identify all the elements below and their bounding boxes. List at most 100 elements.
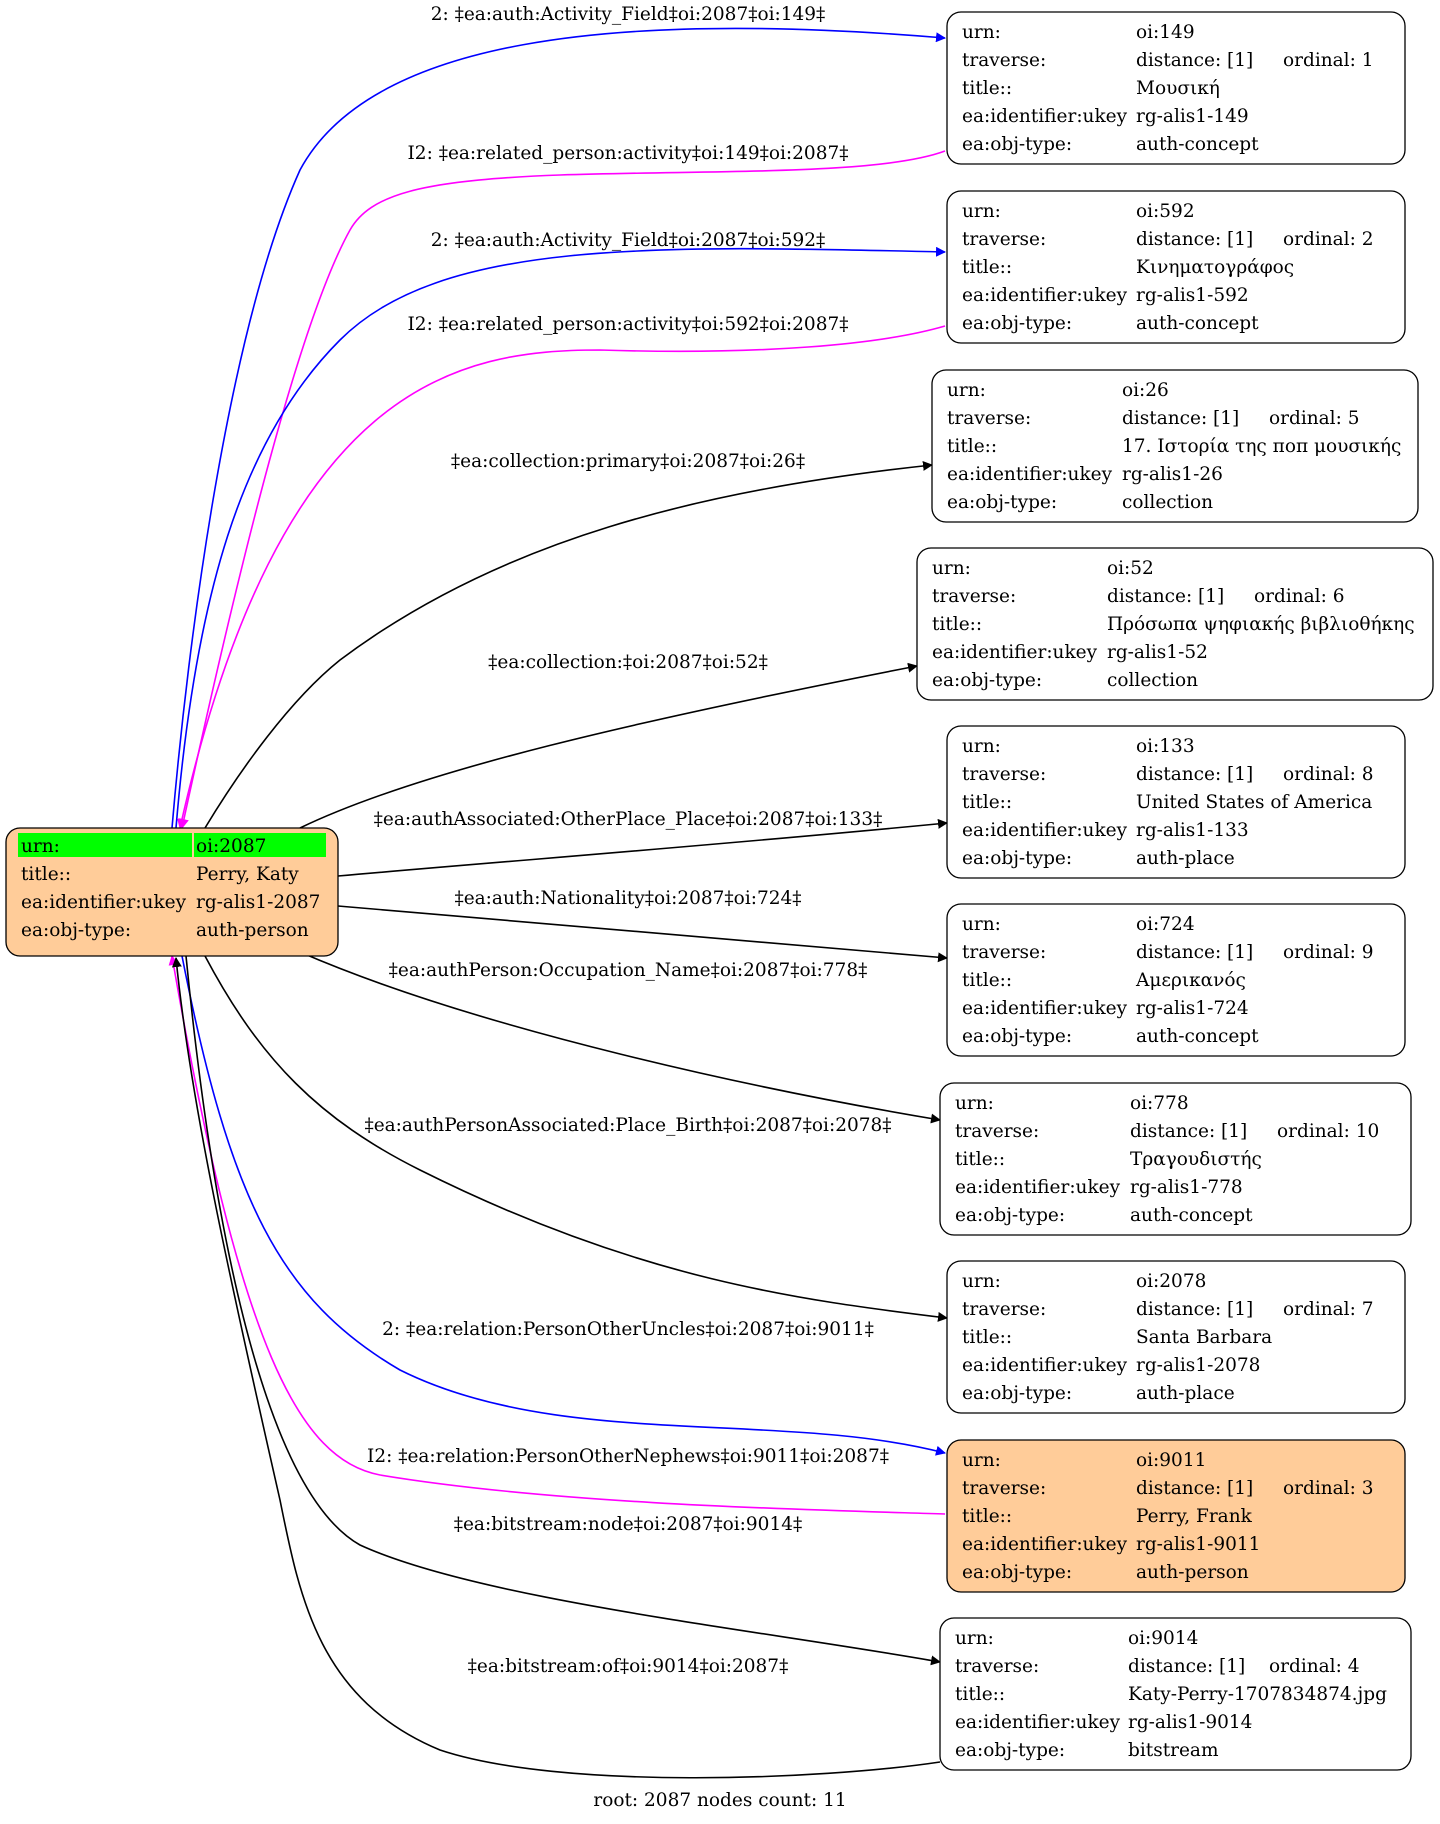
node-urn-label: urn: xyxy=(962,22,1001,43)
node-type-label: ea:obj-type: xyxy=(947,492,1057,513)
node-ordinal: ordinal: 4 xyxy=(1269,1656,1360,1677)
edge-path-14 xyxy=(171,957,941,1779)
node-type-label: ea:obj-type: xyxy=(962,313,1072,334)
node-ordinal: ordinal: 8 xyxy=(1283,764,1374,785)
node-title-label: title:: xyxy=(962,257,1012,278)
node-title-value: Perry, Frank xyxy=(1136,1506,1253,1527)
node-urn-value: oi:26 xyxy=(1122,380,1169,401)
node-title-label: title:: xyxy=(932,614,982,635)
node-urn-value: oi:52 xyxy=(1107,558,1154,579)
node-traverse-label: traverse: xyxy=(962,1299,1046,1320)
node-traverse-value: distance: [1] xyxy=(1136,1478,1253,1499)
node-urn-label: urn: xyxy=(955,1628,994,1649)
edge-path-13 xyxy=(185,955,941,1666)
node-title-label: title:: xyxy=(962,792,1012,813)
node-ukey-label: ea:identifier:ukey xyxy=(962,1355,1128,1376)
node-ukey-value: rg-alis1-778 xyxy=(1130,1177,1243,1198)
node-type-label: ea:obj-type: xyxy=(962,1026,1072,1047)
node-traverse-label: traverse: xyxy=(955,1121,1039,1142)
node-ukey-label: ea:identifier:ukey xyxy=(962,998,1128,1019)
node-traverse-value: distance: [1] xyxy=(1136,942,1253,963)
node-box xyxy=(946,1439,1406,1593)
node-box xyxy=(916,547,1434,701)
node-urn-label: urn: xyxy=(962,201,1001,222)
edge-labels-layer: 2: ‡ea:auth:Activity_Field‡oi:2087‡oi:14… xyxy=(364,4,891,1677)
edge-path-12 xyxy=(168,955,946,1515)
edge-path-5 xyxy=(204,460,933,829)
node-title-label: title:: xyxy=(962,970,1012,991)
edge-path-3 xyxy=(175,246,946,829)
root-ukey-value: rg-alis1-2087 xyxy=(196,892,320,913)
edge-path-8 xyxy=(337,905,948,963)
node-traverse-value: distance: [1] xyxy=(1130,1121,1247,1142)
root-type-value: auth-person xyxy=(196,920,309,941)
node-ordinal: ordinal: 2 xyxy=(1283,229,1374,250)
node-box xyxy=(939,1082,1412,1236)
node-type-value: collection xyxy=(1122,492,1213,513)
node-ukey-value: rg-alis1-592 xyxy=(1136,285,1249,306)
node-title-value: Santa Barbara xyxy=(1136,1327,1272,1348)
node-type-label: ea:obj-type: xyxy=(962,1383,1072,1404)
node-title-label: title:: xyxy=(962,1327,1012,1348)
node-type-value: auth-concept xyxy=(1130,1205,1253,1226)
node-ukey-value: rg-alis1-133 xyxy=(1136,820,1249,841)
edge-path-11 xyxy=(181,955,946,1456)
node-urn-value: oi:592 xyxy=(1136,201,1195,222)
edge-label-13: ‡ea:bitstream:node‡oi:2087‡oi:9014‡ xyxy=(454,1514,803,1535)
edge-path-6 xyxy=(299,662,918,829)
edge-path-7 xyxy=(337,818,948,877)
root-urn-value-highlight xyxy=(194,833,326,857)
node-ukey-label: ea:identifier:ukey xyxy=(955,1712,1121,1733)
node-urn-label: urn: xyxy=(962,736,1001,757)
node-traverse-value: distance: [1] xyxy=(1136,50,1253,71)
node-urn-label: urn: xyxy=(955,1093,994,1114)
edge-label-6: ‡ea:collection:‡oi:2087‡oi:52‡ xyxy=(488,652,768,673)
node-ordinal: ordinal: 3 xyxy=(1283,1478,1374,1499)
node-traverse-label: traverse: xyxy=(962,942,1046,963)
node-urn-label: urn: xyxy=(962,1271,1001,1292)
edge-label-14: ‡ea:bitstream:of‡oi:9014‡oi:2087‡ xyxy=(468,1656,789,1677)
node-type-label: ea:obj-type: xyxy=(962,848,1072,869)
node-traverse-value: distance: [1] xyxy=(1122,408,1239,429)
node-urn-value: oi:9011 xyxy=(1136,1450,1206,1471)
node-box xyxy=(946,1260,1406,1414)
node-title-value: 17. Ιστορία της ποπ μουσικής xyxy=(1122,436,1401,457)
node-box xyxy=(946,725,1406,879)
node-ukey-label: ea:identifier:ukey xyxy=(962,285,1128,306)
node-traverse-value: distance: [1] xyxy=(1136,1299,1253,1320)
node-title-value: Μουσική xyxy=(1136,78,1220,99)
node-ukey-label: ea:identifier:ukey xyxy=(932,642,1098,663)
node-type-label: ea:obj-type: xyxy=(962,134,1072,155)
edge-label-1: 2: ‡ea:auth:Activity_Field‡oi:2087‡oi:14… xyxy=(431,4,826,25)
node-type-value: auth-place xyxy=(1136,1383,1235,1404)
root-node-box xyxy=(5,827,339,957)
graph-footer: root: 2087 nodes count: 11 xyxy=(593,1790,846,1811)
edge-label-3: 2: ‡ea:auth:Activity_Field‡oi:2087‡oi:59… xyxy=(431,230,826,251)
node-traverse-value: distance: [1] xyxy=(1136,229,1253,250)
node-ukey-value: rg-alis1-149 xyxy=(1136,106,1249,127)
edge-label-12: I2: ‡ea:relation:PersonOtherNephews‡oi:9… xyxy=(367,1446,889,1467)
node-urn-value: oi:778 xyxy=(1130,1093,1189,1114)
node-type-value: auth-concept xyxy=(1136,134,1259,155)
node-ukey-value: rg-alis1-26 xyxy=(1122,464,1223,485)
node-urn-label: urn: xyxy=(962,1450,1001,1471)
root-title-value: Perry, Katy xyxy=(196,864,299,885)
node-title-label: title:: xyxy=(962,1506,1012,1527)
node-ukey-value: rg-alis1-724 xyxy=(1136,998,1249,1019)
root-urn-label: urn: xyxy=(21,836,60,857)
root-type-label: ea:obj-type: xyxy=(21,920,131,941)
node-traverse-label: traverse: xyxy=(947,408,1031,429)
node-ordinal: ordinal: 7 xyxy=(1283,1299,1374,1320)
